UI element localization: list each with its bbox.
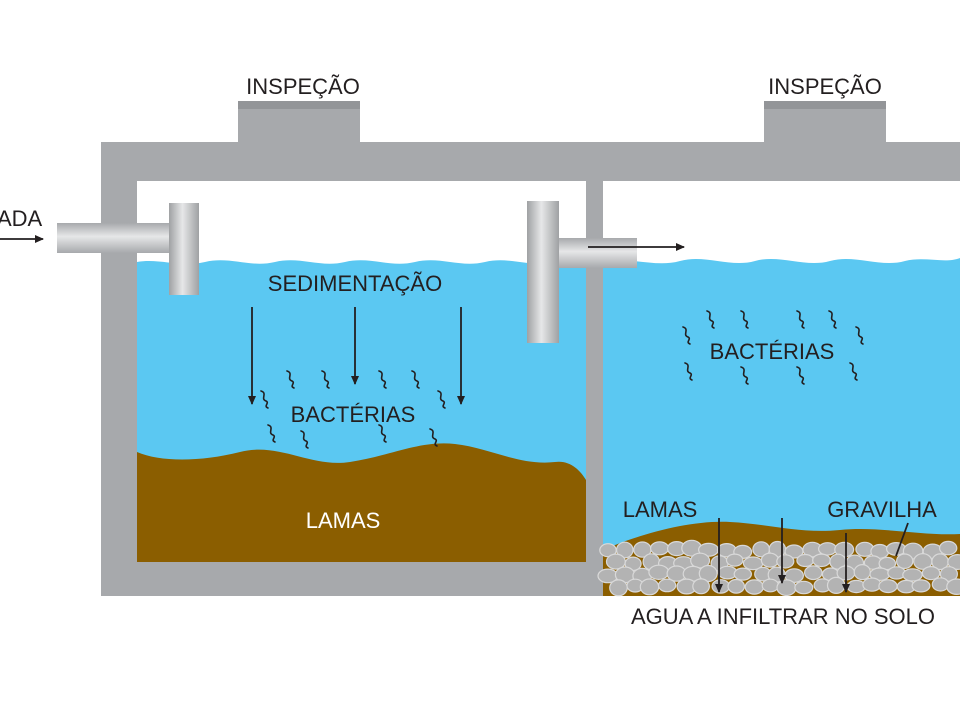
gravel-stone (931, 577, 950, 592)
inspection-label-right: INSPEÇÃO (768, 74, 882, 99)
gravel-stone (826, 576, 846, 595)
inspection-lid-left (238, 101, 360, 143)
bacteria-squiggle (684, 362, 693, 381)
gravel-stone (803, 565, 823, 581)
bacteria-squiggle (740, 366, 749, 385)
gravel-stone (911, 579, 931, 593)
bacteria-squiggle (849, 362, 858, 381)
sludge-label-right: LAMAS (623, 497, 698, 522)
bacteria-squiggle (260, 390, 269, 409)
gravel-pointer (895, 522, 909, 557)
inlet-pipe (57, 203, 199, 295)
bacteria-squiggle (682, 326, 691, 345)
inlet-label: ADA (0, 206, 43, 231)
bacteria-squiggle (321, 370, 330, 389)
bacteria-squiggle (740, 310, 749, 329)
left-chamber (137, 181, 586, 562)
gravel-stone (939, 540, 958, 556)
gravel-stone (727, 578, 745, 594)
gravel-stone (794, 580, 814, 595)
bacteria-squiggle (855, 326, 864, 345)
gravel-stone (796, 553, 815, 568)
bacteria-squiggle (437, 390, 446, 409)
bacteria-squiggle (429, 428, 438, 447)
gravel-stone (817, 542, 837, 556)
gravel-stone (947, 554, 960, 570)
gravel-stone (648, 564, 670, 581)
gravel-stone (862, 577, 882, 592)
inspection-label-left: INSPEÇÃO (246, 74, 360, 99)
gravel-stone (853, 563, 872, 581)
gravel-stone (615, 541, 634, 559)
bacteria-squiggle (286, 370, 295, 389)
gravel-stone (902, 568, 923, 582)
gravel-label: GRAVILHA (827, 497, 937, 522)
gravel-stone (692, 578, 710, 595)
outlet-pipe (527, 201, 637, 343)
gravel-stone (609, 579, 628, 597)
gravel-stone (776, 554, 795, 569)
bacteria-label-left: BACTÉRIAS (291, 402, 416, 427)
gravel-stone (733, 567, 753, 581)
gravel-layer (597, 539, 960, 597)
bacteria-squiggle (378, 424, 387, 443)
gravel-stone (760, 552, 780, 568)
bacteria-squiggle (300, 430, 309, 449)
gravel-stone (639, 578, 660, 596)
bacteria-squiggle (796, 366, 805, 385)
gravel-stone (896, 553, 914, 569)
gravel-stone (761, 578, 780, 593)
gravel-stone (921, 565, 941, 581)
infiltration-label: AGUA A INFILTRAR NO SOLO (631, 604, 935, 629)
gravel-stone (711, 579, 731, 594)
sludge-label-left: LAMAS (306, 508, 381, 533)
sludge-left (137, 443, 586, 562)
sedimentation-label: SEDIMENTAÇÃO (268, 271, 442, 296)
gravel-stone (776, 579, 797, 597)
bacteria-squiggles (260, 310, 864, 449)
inspection-lid-right (764, 101, 886, 143)
gravel-stone (657, 578, 677, 593)
gravel-stone (878, 579, 898, 594)
bacteria-squiggle (378, 370, 387, 389)
bacteria-squiggle (796, 310, 805, 329)
bacteria-label-right: BACTÉRIAS (710, 339, 835, 364)
gravel-stone (649, 541, 670, 556)
bacteria-squiggle (828, 310, 837, 329)
gravel-stone (744, 579, 765, 595)
bacteria-squiggle (706, 310, 715, 329)
bacteria-squiggle (411, 370, 420, 389)
gravel-stone (725, 553, 744, 567)
gravel-stone (812, 553, 831, 568)
gravel-stone (946, 578, 960, 595)
bacteria-squiggle (267, 424, 276, 443)
water-right (603, 258, 960, 562)
